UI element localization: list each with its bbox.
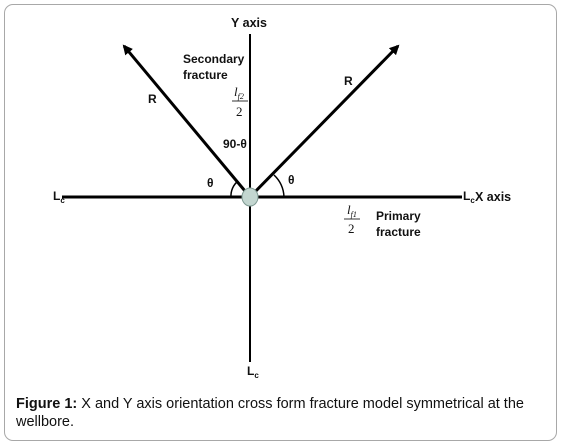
right-angle-arc — [273, 174, 285, 198]
x-axis-label: X axis — [475, 190, 511, 204]
caption-prefix: Figure 1: — [16, 396, 78, 412]
complement-angle-label: 90-θ — [223, 137, 247, 151]
lc-left-label: Lc — [53, 189, 65, 205]
figure-caption: Figure 1: X and Y axis orientation cross… — [16, 395, 551, 431]
right-fracture-arrow — [248, 44, 400, 199]
secondary-fracture-label-line2: fracture — [183, 68, 228, 82]
left-angle-arc — [230, 180, 239, 198]
lf2-denominator: 2 — [236, 104, 243, 119]
primary-fracture-label-line2: fracture — [376, 225, 421, 239]
lf1-numerator: lf1 — [347, 202, 357, 219]
figure-frame — [4, 4, 557, 441]
r-right-label: R — [344, 74, 353, 88]
r-left-label: R — [148, 92, 157, 106]
left-fracture-arrow — [122, 44, 252, 198]
lc-right-label: Lc — [463, 189, 475, 205]
caption-text: X and Y axis orientation cross form frac… — [16, 396, 524, 430]
y-axis-label: Y axis — [231, 16, 267, 30]
theta-right-label: θ — [288, 173, 295, 187]
lf1-denominator: 2 — [348, 221, 355, 236]
secondary-fracture-label-line1: Secondary — [183, 52, 245, 66]
lf2-numerator: lf2 — [234, 84, 244, 101]
wellbore-marker — [241, 187, 259, 207]
theta-left-label: θ — [207, 176, 214, 190]
lc-bottom-label: Lc — [247, 364, 259, 380]
primary-fracture-label-line1: Primary — [376, 209, 421, 223]
